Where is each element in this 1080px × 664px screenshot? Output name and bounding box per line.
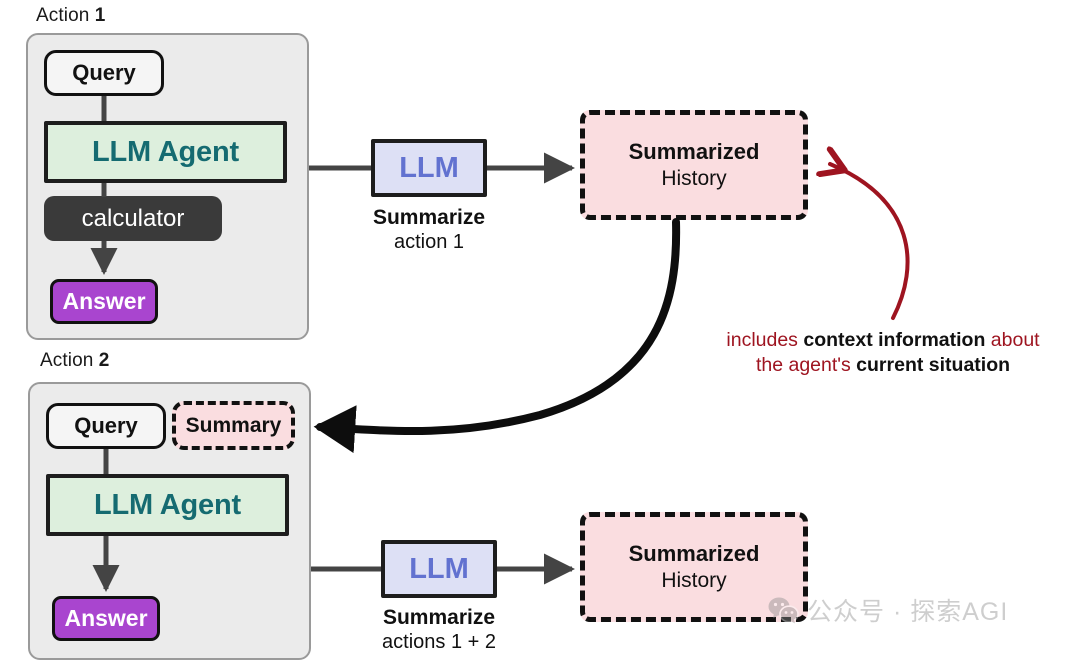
action1-answer-label: Answer [62,288,146,314]
action2-agent-label: LLM Agent [94,488,241,521]
action1-llm-label: LLM [399,151,459,184]
annotation-l1-a: includes [726,329,804,351]
annotation-line-2: the agent's current situation [698,353,1068,378]
action2-history-line2: History [661,569,727,592]
annotation-l1-bold: context information [803,329,986,351]
watermark-label: 公众号 · 探索AGI [807,598,1009,626]
action1-summarized-history-box[interactable]: Summarized History [580,110,808,220]
wechat-watermark: 公众号 · 探索AGI [768,592,1008,628]
action1-llm-box[interactable]: LLM [371,139,487,197]
action2-summarized-history-box[interactable]: Summarized History [580,512,808,622]
annotation-l2-a: the agent's [755,353,857,376]
action2-summary-box[interactable]: Summary [172,401,295,450]
action1-query-box[interactable]: Query [44,50,164,96]
action2-llm-box[interactable]: LLM [381,540,497,598]
action2-answer-box[interactable]: Answer [52,596,160,641]
action2-query-box[interactable]: Query [46,403,166,449]
action2-summary-label: Summary [185,413,282,437]
action1-llm-caption-strong: Summarize [372,206,486,229]
action1-caption: Action 1 [36,5,105,27]
action1-caption-number: 1 [94,5,106,26]
action2-caption-prefix: Action [40,350,99,371]
annotation-l2-bold: current situation [856,353,1011,376]
action1-llm-caption: Summarize action 1 [371,206,487,254]
action1-tool-label: calculator [81,204,185,232]
annotation-line-1: includes context information about [698,328,1068,353]
action1-llm-caption-sub: action 1 [393,230,465,253]
action2-answer-label: Answer [64,605,148,631]
action2-caption: Action 2 [40,350,109,372]
action1-history-line1: Summarized [628,139,760,164]
action2-history-line1: Summarized [628,541,760,566]
action1-caption-prefix: Action [36,5,95,26]
action2-llm-caption-strong: Summarize [382,606,496,629]
action2-llm-caption-sub: actions 1 + 2 [382,630,496,653]
wechat-icon [768,597,799,624]
action1-query-label: Query [72,60,136,85]
action2-query-label: Query [74,413,138,438]
action1-answer-box[interactable]: Answer [50,279,158,324]
action1-agent-box[interactable]: LLM Agent [44,121,287,183]
arrow-annotation-to-history [830,164,910,320]
action2-caption-number: 2 [98,350,110,371]
action2-agent-box[interactable]: LLM Agent [46,474,289,536]
action1-tool-box[interactable]: calculator [44,196,222,241]
action2-llm-label: LLM [409,552,469,585]
action1-agent-label: LLM Agent [92,135,239,168]
action2-llm-caption: Summarize actions 1 + 2 [357,606,521,654]
annotation-l1-b: about [985,329,1040,351]
action1-history-line2: History [661,167,727,190]
context-annotation: includes context information about the a… [698,328,1068,378]
